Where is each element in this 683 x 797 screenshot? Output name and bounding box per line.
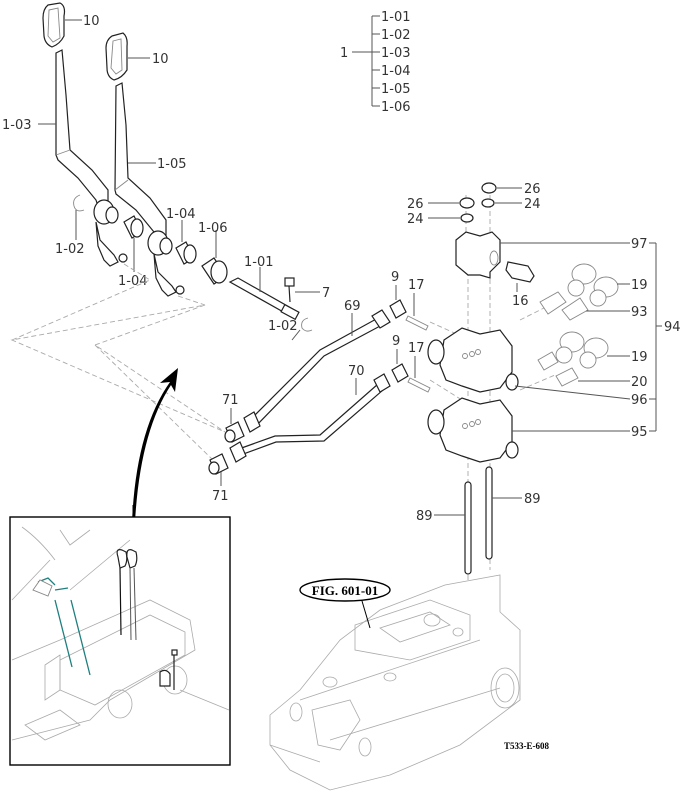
drawing-code: T533-E-608 [504, 741, 550, 751]
valve-upper [427, 327, 519, 393]
lever-assembly: 10 10 1-03 1-05 1-02 [2, 2, 330, 341]
callout-cap-upper: 9 [391, 270, 399, 285]
callout-oring-left: 24 [407, 212, 424, 227]
figure-reference-oval [299, 578, 391, 602]
adapter-93 [539, 291, 567, 315]
tree-child-label: 1-04 [381, 64, 411, 79]
plug-right [481, 182, 497, 194]
callout-group: 94 [664, 320, 681, 335]
tree-child-label: 1-02 [381, 28, 411, 43]
bushing-b [175, 241, 197, 265]
callout-plug-left: 26 [407, 197, 424, 212]
e-ring-left [73, 194, 85, 212]
tree-child-label: 1-05 [381, 82, 411, 97]
callout-bushing-b: 1-04 [166, 207, 196, 222]
callout-shaft: 1-01 [244, 255, 274, 270]
collar [201, 257, 228, 285]
coupler-upper [567, 263, 619, 307]
callout-stud-right: 89 [524, 492, 541, 507]
tree-child-label: 1-01 [381, 10, 411, 25]
callout-cap-lower: 9 [392, 334, 400, 349]
callout-coupler-upper: 19 [631, 278, 648, 293]
valve-stack: 26 24 26 24 97 16 19 93 [407, 182, 681, 575]
cover-block [455, 231, 501, 279]
e-ring-right [301, 317, 313, 332]
pin-upper [405, 315, 429, 331]
shaft [228, 277, 300, 321]
inset-view [9, 505, 231, 766]
callout-lever-left: 1-03 [2, 118, 32, 133]
coupler-lower [555, 331, 609, 369]
callout-rod-upper: 69 [344, 299, 361, 314]
figure-reference: FIG. 601-01 [299, 578, 391, 629]
callout-stud-left: 89 [416, 509, 433, 524]
stud-right [485, 466, 493, 560]
callout-boot-lower: 71 [212, 489, 229, 504]
callout-coupler-lower: 19 [631, 350, 648, 365]
callout-relief-valve: 16 [512, 294, 529, 309]
callout-cover-block: 97 [631, 237, 648, 252]
tree-child-label: 1-03 [381, 46, 411, 61]
callout-adapter-93: 93 [631, 305, 648, 320]
oring-right [481, 198, 495, 208]
callout-pin-lower: 17 [408, 341, 425, 356]
curved-arrow [132, 368, 178, 522]
figure-reference-label[interactable]: FIG. 601-01 [312, 583, 378, 598]
pin-lower [407, 377, 431, 393]
callout-plug-right: 26 [524, 182, 541, 197]
callout-valve-upper: 96 [631, 393, 648, 408]
bolt [284, 277, 295, 303]
callout-valve-lower: 95 [631, 425, 648, 440]
tree-child-label: 1-06 [381, 100, 411, 115]
callout-knob-left: 10 [83, 14, 100, 29]
callout-lever-right: 1-05 [157, 157, 187, 172]
boot-upper [224, 421, 245, 443]
valve-lower [427, 397, 519, 463]
callout-knob-right: 10 [152, 52, 169, 67]
stud-left [464, 481, 472, 575]
callout-collar: 1-06 [198, 221, 228, 236]
boot-lower [208, 453, 229, 475]
cap-lower [391, 363, 409, 383]
assembly-tree: 1 1-01 1-02 1-03 1-04 1-05 1-06 [340, 10, 411, 115]
adapter-20 [537, 351, 559, 371]
tree-parent-label: 1 [340, 46, 348, 61]
rods: 69 70 71 71 9 9 17 [208, 270, 431, 504]
oring-left [460, 213, 474, 223]
callout-pin-upper: 17 [408, 278, 425, 293]
callout-bushing-a: 1-04 [118, 274, 148, 289]
callout-rod-lower: 70 [348, 364, 365, 379]
callout-adapter-20: 20 [631, 375, 648, 390]
housing [269, 574, 521, 791]
plug-left [459, 197, 475, 209]
group-bracket [649, 242, 662, 432]
bushing-a [123, 215, 144, 239]
callout-bolt: 7 [322, 286, 330, 301]
callout-e-ring-left: 1-02 [55, 242, 85, 257]
callout-e-ring-right: 1-02 [268, 319, 298, 334]
relief-valve [505, 261, 535, 283]
cap-upper [389, 299, 407, 319]
callout-boot-upper: 71 [222, 393, 239, 408]
lever-left [55, 49, 109, 213]
callout-oring-right: 24 [524, 197, 541, 212]
